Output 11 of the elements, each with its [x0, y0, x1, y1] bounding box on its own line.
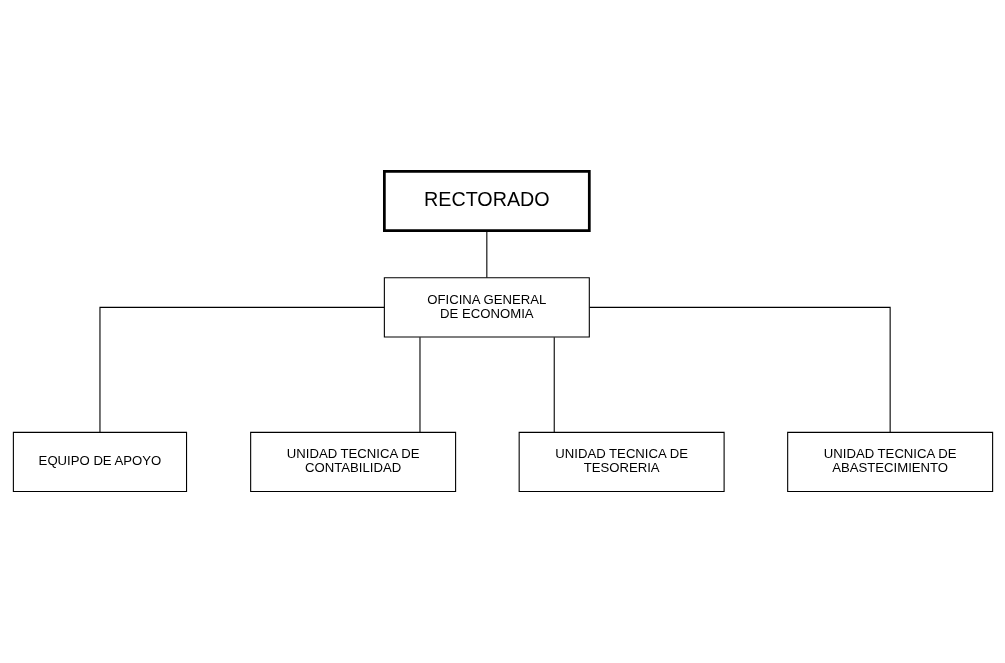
- node-box: OFICINA GENERAL DE ECONOMIA: [383, 277, 590, 338]
- node-box: UNIDAD TECNICA DE CONTABILIDAD: [249, 431, 456, 493]
- connector: [485, 230, 487, 279]
- connector: [588, 306, 891, 433]
- node-box: RECTORADO: [382, 170, 591, 233]
- connector: [553, 336, 555, 433]
- node-box: UNIDAD TECNICA DE TESORERIA: [518, 431, 725, 493]
- connector: [418, 336, 421, 433]
- node-box: UNIDAD TECNICA DE ABASTECIMIENTO: [786, 431, 993, 493]
- connector: [98, 306, 385, 433]
- node-box: EQUIPO DE APOYO: [12, 431, 187, 493]
